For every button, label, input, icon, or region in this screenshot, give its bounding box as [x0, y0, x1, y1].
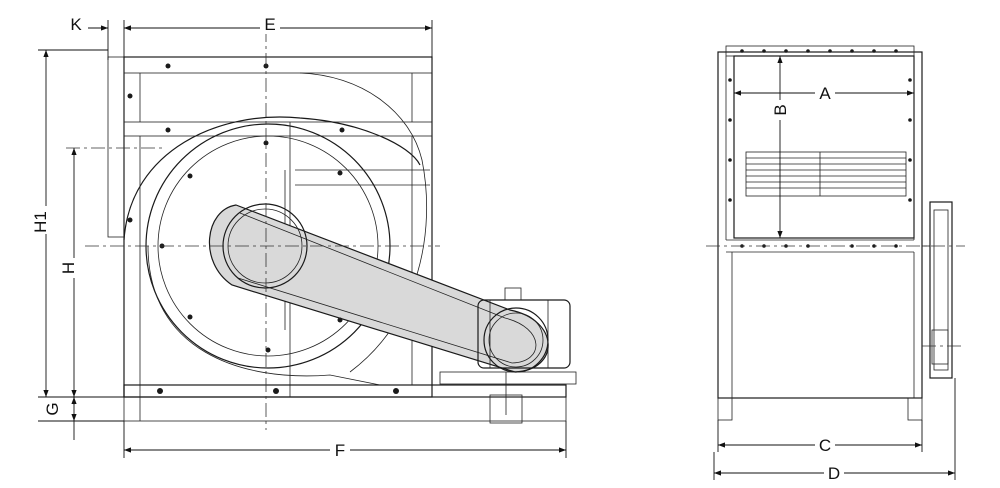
outlet-flange: [107, 56, 125, 238]
foot-right: [907, 397, 923, 421]
label-C: C: [819, 436, 831, 455]
motor-body: [477, 299, 571, 369]
front-housing: [717, 51, 923, 399]
label-H: H: [59, 262, 78, 274]
label-K: K: [70, 15, 82, 34]
label-G: G: [43, 402, 62, 415]
side-view: [38, 20, 577, 458]
base-frame: [123, 396, 567, 422]
blade-lines: [746, 152, 906, 196]
label-D: D: [828, 464, 840, 483]
front-view: [706, 45, 965, 480]
wheel-blades: [745, 151, 907, 197]
label-A: A: [819, 84, 831, 103]
label-H1: H1: [31, 211, 50, 233]
motor-eyebolt: [504, 287, 522, 301]
label-F: F: [335, 441, 345, 460]
label-E: E: [264, 15, 275, 34]
motor-pulley-side: [931, 329, 949, 365]
motor-base: [439, 371, 577, 385]
scroll-lower: [147, 245, 381, 386]
foot-left: [717, 397, 733, 421]
motor-pulley-inner: [488, 312, 544, 368]
belt-guard: [209, 204, 549, 373]
label-B: B: [771, 104, 790, 115]
pulley-side: [929, 201, 953, 379]
bolt-holes: [127, 63, 399, 394]
front-bolts: [728, 49, 912, 248]
front-top-flange: [725, 45, 915, 57]
scroll-upper: [123, 116, 421, 241]
